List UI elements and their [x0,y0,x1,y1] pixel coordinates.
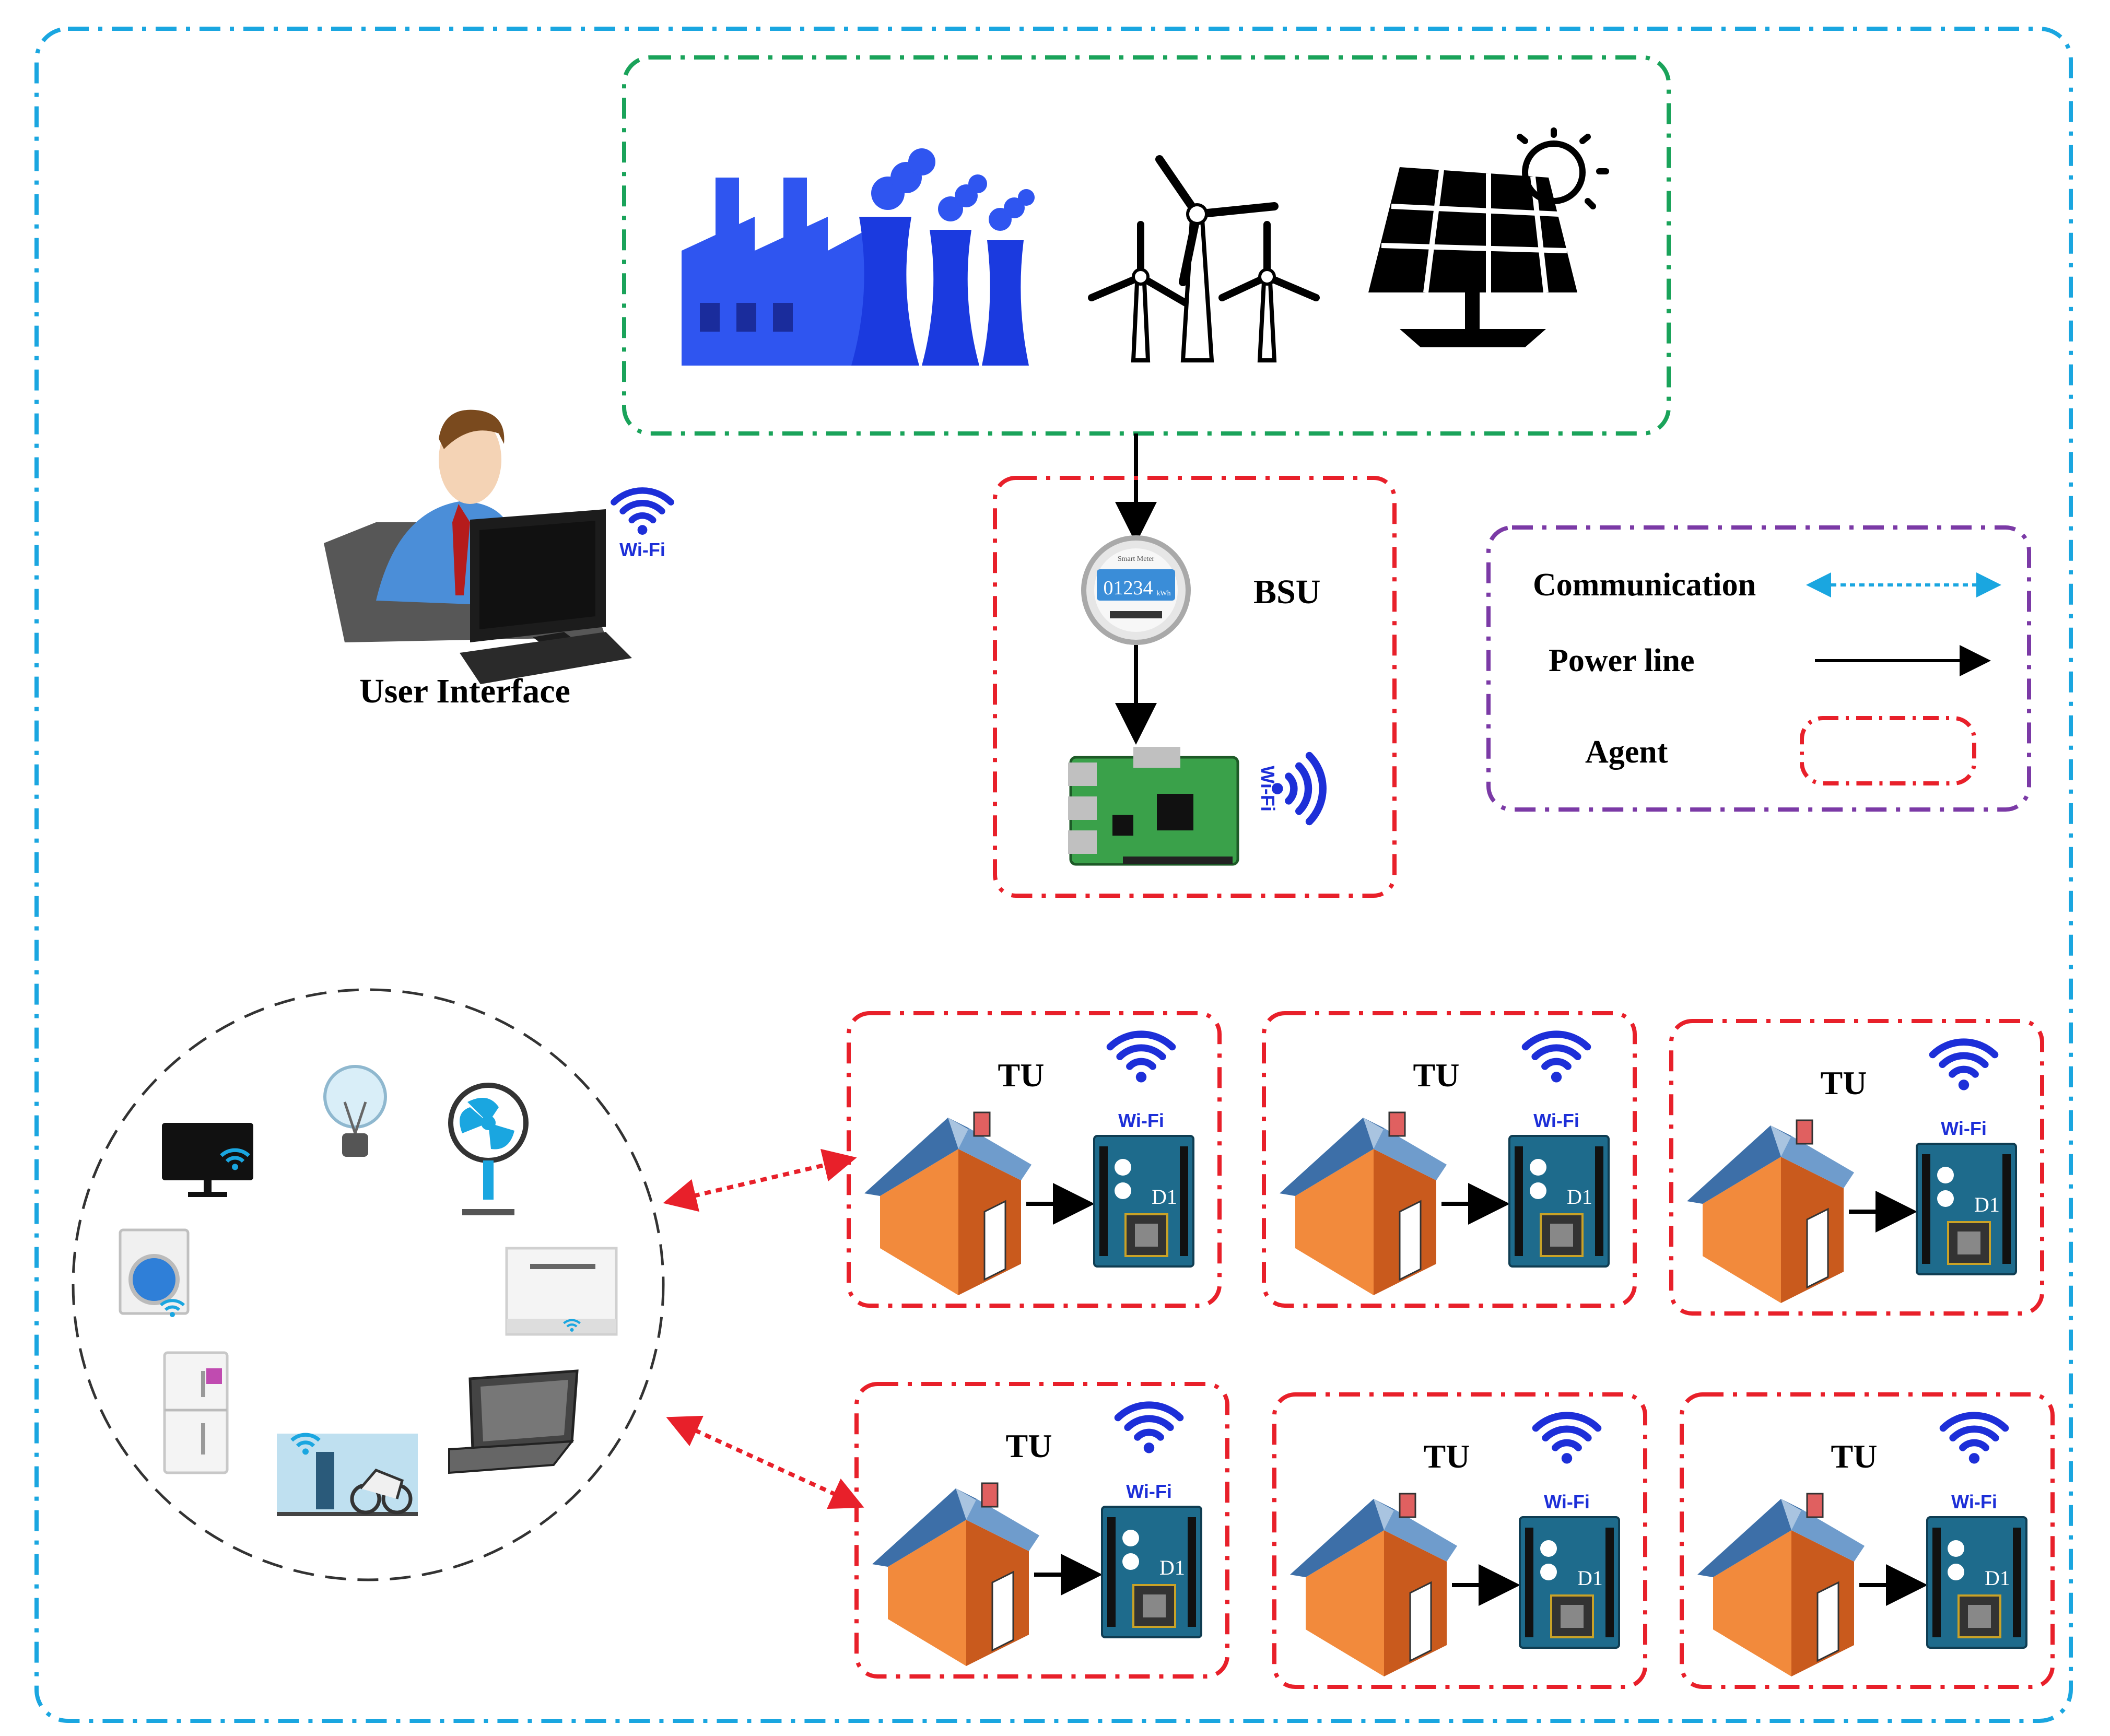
user-interface-label: User Interface [359,672,570,710]
tu-wifi-icon [1536,1415,1598,1463]
dishwasher-icon [505,1247,618,1336]
legend-power-line-label: Power line [1549,643,1695,678]
legend-communication-label: Communication [1533,567,1756,603]
house-icon [1289,1493,1458,1678]
tu-agent: TU Wi-Fi [1272,1392,1647,1689]
laptop-icon [448,1369,579,1474]
bsu-wifi-icon [1272,756,1323,822]
tu-wifi-label: Wi-Fi [1941,1118,1987,1139]
raspberry-pi-icon [1068,747,1239,866]
tu-agent-box [1669,1019,2044,1316]
tu-label: TU [1831,1438,1878,1475]
tu-agent: TU Wi-Fi [854,1382,1229,1679]
house-icon [871,1482,1040,1667]
tu-agent: TU Wi-Fi [1262,1011,1637,1308]
tu-agents: TUWi-FiTUWi-FiTUWi-FiTUWi-FiTUWi-FiTUWi-… [847,1011,2055,1689]
tu-agent-box [1680,1392,2055,1689]
house-icon [1686,1119,1855,1304]
bsu-wifi-label: Wi-Fi [1257,766,1279,812]
tu-label: TU [1413,1057,1460,1094]
tu-wifi-icon [1118,1405,1180,1453]
tu-wifi-icon [1933,1042,1995,1090]
meter-unit: kWh [1156,590,1170,597]
light-bulb-icon [323,1065,387,1157]
tu-wifi-label: Wi-Fi [1126,1481,1172,1502]
wemos-d1-board-icon [1519,1516,1620,1649]
tu-wifi-icon [1526,1034,1588,1082]
bsu-label: BSU [1253,573,1320,611]
tu-label: TU [1424,1438,1470,1475]
tu-agent-box [1272,1392,1647,1689]
generation-box [622,55,1671,436]
communication-arrow-upper [663,1148,857,1212]
tu-label: TU [1006,1427,1052,1464]
tu-agent-box [1262,1011,1637,1308]
tu-label: TU [998,1057,1045,1094]
wind-turbines-icon [1088,155,1320,362]
wemos-d1-board-icon [1093,1135,1194,1268]
tu-wifi-label: Wi-Fi [1544,1491,1590,1512]
user-interface-wifi-icon [614,490,671,535]
tu-agent: TU Wi-Fi [1669,1019,2044,1316]
factory-icon [682,148,1035,366]
washing-machine-icon [119,1228,190,1317]
legend-agent-sample [1800,716,1976,785]
meter-brand: Smart Meter [1118,555,1155,563]
user-interface-wifi-label: Wi-Fi [619,539,665,560]
house-icon [1696,1493,1866,1678]
tu-wifi-label: Wi-Fi [1951,1491,1997,1512]
house-icon [863,1111,1033,1296]
tu-label: TU [1821,1064,1867,1101]
fan-icon [448,1083,529,1215]
solar-panel-icon [1368,127,1609,347]
legend-agent-label: Agent [1585,734,1668,770]
meter-reading: 01234 [1104,577,1153,599]
wemos-d1-board-icon [1508,1135,1610,1268]
tu-agent: TU Wi-Fi [1680,1392,2055,1689]
tu-wifi-label: Wi-Fi [1118,1110,1164,1131]
wemos-d1-board-icon [1101,1506,1202,1638]
user-interface-icon [324,409,632,684]
system-boundary [34,27,2073,1723]
tu-agent-box [854,1382,1229,1679]
smart-meter-icon: 01234 kWh Smart Meter [1081,535,1191,645]
wemos-d1-board-icon [1916,1143,2017,1275]
tu-agent: TU Wi-Fi [847,1011,1222,1308]
tu-wifi-label: Wi-Fi [1533,1110,1579,1131]
wemos-d1-board-icon [1926,1516,2027,1649]
tv-icon [162,1123,253,1197]
fridge-icon [163,1351,229,1474]
legend-box [1486,525,2031,812]
bsu-agent-box [993,476,1397,898]
appliances-group [72,988,665,1581]
ev-charger-icon [277,1434,418,1516]
communication-arrow-lower [666,1415,864,1509]
house-icon [1279,1111,1448,1296]
tu-wifi-icon [1110,1034,1173,1082]
tu-agent-box [847,1011,1222,1308]
tu-wifi-icon [1943,1415,2006,1463]
